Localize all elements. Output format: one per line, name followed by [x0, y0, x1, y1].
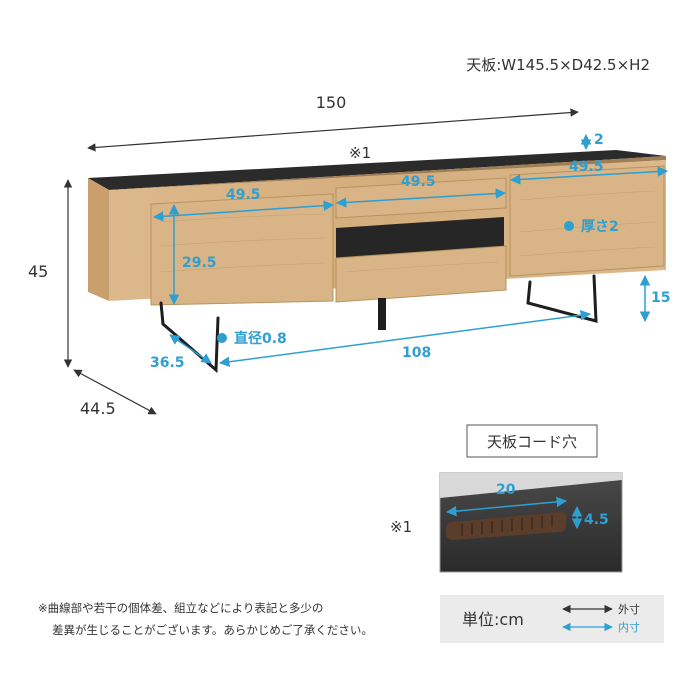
outer-depth-label: 44.5: [80, 399, 116, 418]
tabletop-spec-label: 天板:W145.5×D42.5×H2: [466, 56, 650, 74]
tabletop-surface: [88, 150, 666, 190]
leg-span-label: 108: [402, 345, 431, 361]
cord-hole-table-edge: [440, 473, 622, 498]
legend-outer-label: 外寸: [618, 602, 640, 616]
center-open-shelf: [336, 217, 504, 258]
center-drawer-width-label: 49.5: [401, 174, 436, 190]
cord-hole-title: 天板コード穴: [487, 433, 577, 451]
cord-hole-cover: [446, 512, 567, 540]
tv-board: [88, 150, 666, 374]
top-thickness-label: 2: [594, 132, 604, 148]
footnote-line-1: ※曲線部や若干の個体差、組立などにより表記と多少の: [38, 601, 323, 615]
outer-depth-arrow: [73, 369, 157, 415]
legend-inner-label: 内寸: [618, 620, 640, 634]
cord-hole-note-marker: ※1: [349, 144, 371, 162]
cord-hole-title-box: [466, 424, 598, 458]
center-leg: [378, 298, 386, 330]
leg-diameter-label: 直径0.8: [234, 330, 287, 347]
board-thickness-dot: [564, 221, 574, 231]
leg-diameter-dot: [217, 333, 227, 343]
outer-height-label: 45: [28, 262, 48, 281]
left-door-width-arrow: [152, 200, 335, 222]
outer-width-arrow: [87, 108, 579, 152]
left-door: [150, 193, 334, 306]
left-side-panel: [88, 178, 109, 301]
legend-box: [440, 595, 664, 643]
leg-depth-arrow: [169, 334, 212, 364]
door-height-label: 29.5: [182, 255, 217, 271]
footnote-line-2: 差異が生じることがございます。あらかじめご了承ください。: [52, 623, 373, 637]
leg-depth-label: 36.5: [150, 355, 185, 371]
clearance-label: 15: [651, 290, 670, 306]
board-thickness-label: 厚さ2: [581, 219, 619, 235]
outer-width-label: 150: [316, 93, 347, 112]
cord-hole-marker: ※1: [390, 518, 412, 536]
cord-hole-width-label: 20: [496, 482, 516, 498]
right-top-width-label: 49.5: [569, 159, 604, 175]
center-lower-drawer: [335, 245, 507, 303]
center-drawer-width-arrow: [335, 188, 507, 208]
legend-unit-label: 単位:cm: [462, 610, 524, 629]
cord-hole-height-label: 4.5: [584, 512, 609, 528]
right-door-width-arrow: [509, 166, 669, 185]
left-door-width-label: 49.5: [226, 187, 261, 203]
leg-span-arrow: [218, 310, 592, 367]
cord-hole-width-arrow: [445, 496, 568, 517]
